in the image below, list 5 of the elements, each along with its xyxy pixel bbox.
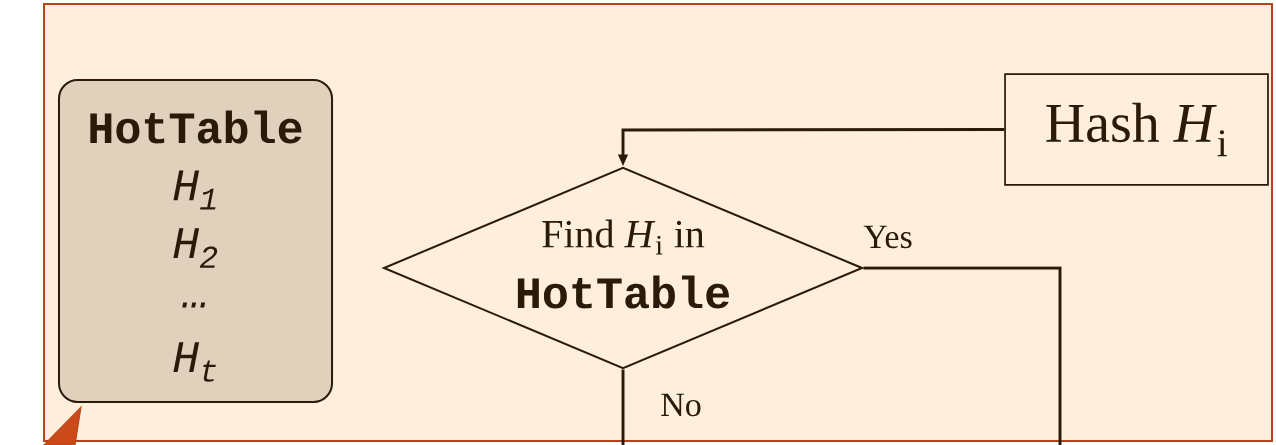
connector (621, 369, 625, 445)
edge-label: No (658, 392, 704, 418)
table-box: HotTable H$_{1}$ H$_{2}$ … H$_{t}$ (58, 79, 334, 403)
process-box: Hash H$_{i}$ (1004, 73, 1269, 186)
connector (863, 266, 1062, 445)
